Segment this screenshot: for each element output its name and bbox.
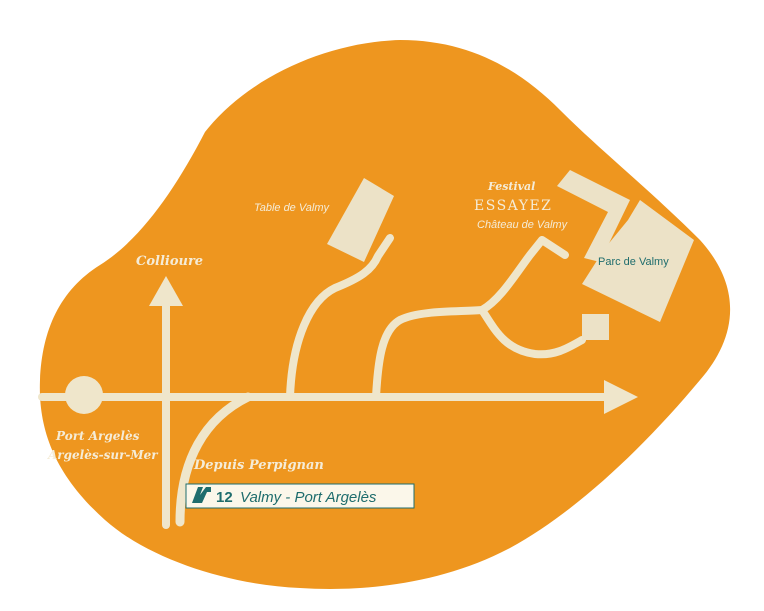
road-loop xyxy=(478,306,586,359)
road-perpignan xyxy=(175,392,253,527)
label-argeles-sur-mer: Argelès-sur-Mer xyxy=(47,448,159,462)
label-table-de-valmy: Table de Valmy xyxy=(254,202,331,214)
building-parc-valmy xyxy=(582,200,694,322)
roundabout xyxy=(65,376,103,414)
road-table-valmy xyxy=(286,234,394,401)
exit-ramp-icon xyxy=(192,487,211,503)
label-chateau-de-valmy: Château de Valmy xyxy=(477,219,569,231)
roads xyxy=(38,234,608,529)
label-festival: Festival xyxy=(487,180,535,193)
road-chateau xyxy=(372,236,569,401)
label-parc-de-valmy: Parc de Valmy xyxy=(598,256,669,268)
exit-number: 12 xyxy=(216,489,233,506)
building-small xyxy=(582,314,609,340)
arrow-east-icon xyxy=(604,380,638,414)
label-collioure: Collioure xyxy=(136,254,203,269)
label-port-argeles: Port Argelès xyxy=(55,429,140,443)
label-depuis-perpignan: Depuis Perpignan xyxy=(193,458,324,473)
exit-text: Valmy - Port Argelès xyxy=(240,489,377,506)
arrow-north-icon xyxy=(149,276,183,306)
building-table-valmy xyxy=(327,178,394,262)
exit-sign: 12 Valmy - Port Argelès xyxy=(185,483,415,509)
building-chateau xyxy=(557,170,630,262)
label-essayez: ESSAYEZ xyxy=(474,198,552,214)
land-area xyxy=(39,40,731,589)
